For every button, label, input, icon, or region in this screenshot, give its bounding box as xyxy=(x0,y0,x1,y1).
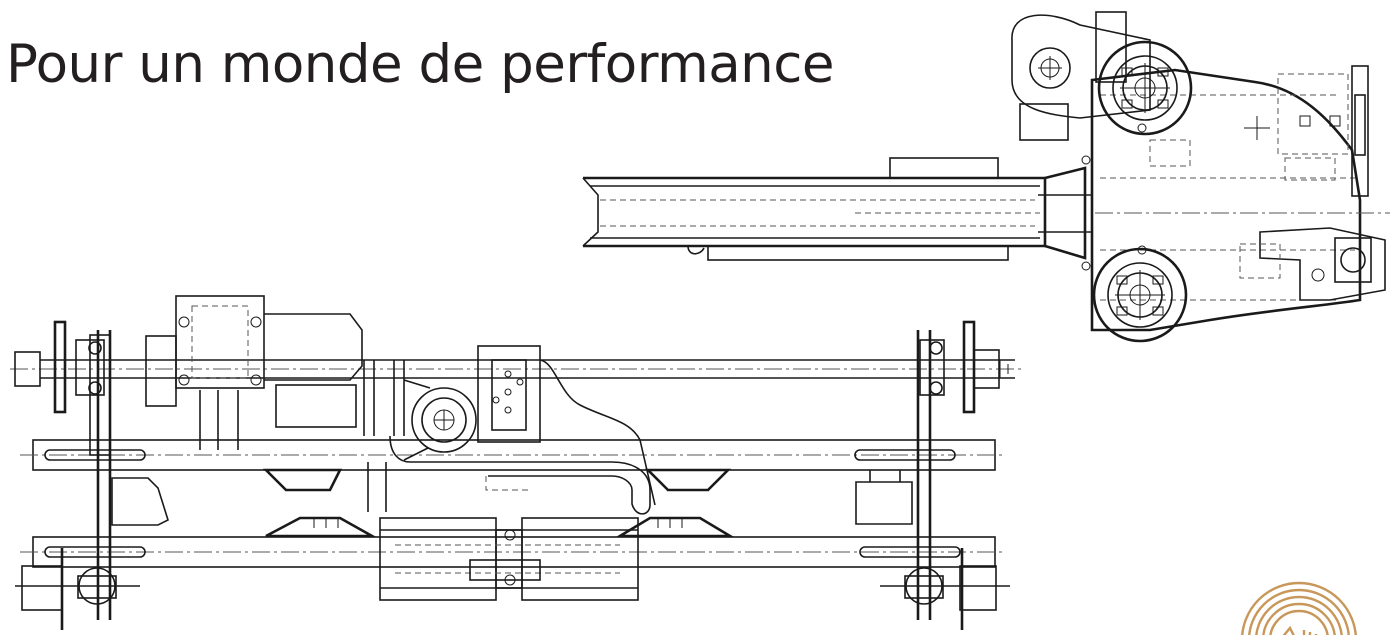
headline: Pour un monde de performance xyxy=(6,34,835,95)
